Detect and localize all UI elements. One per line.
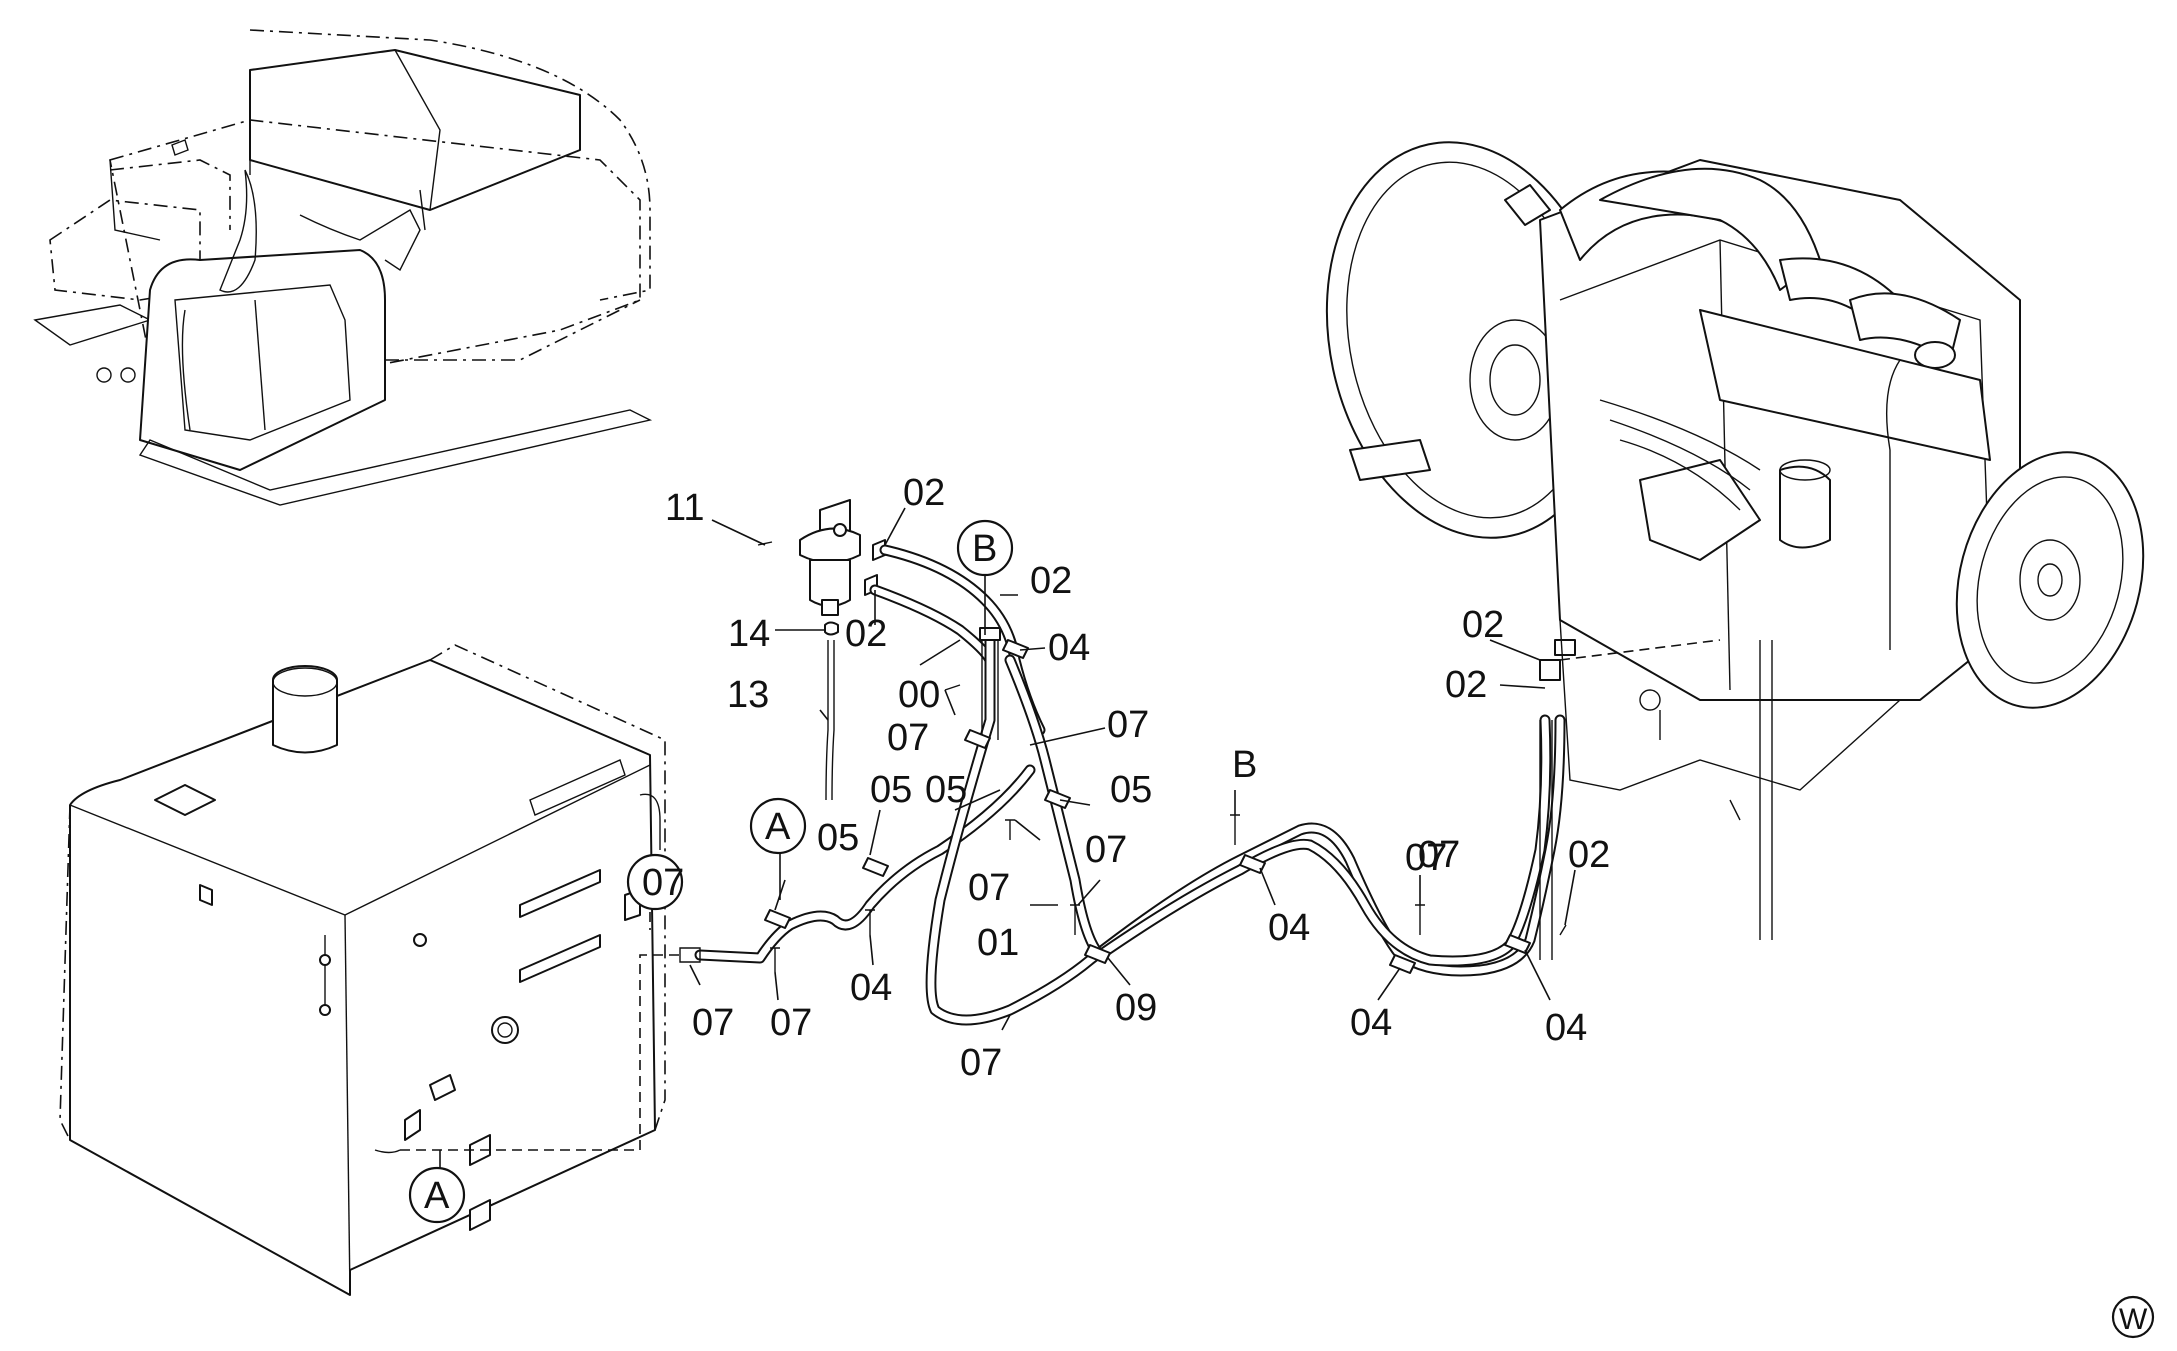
callout-07: 07: [968, 867, 1010, 909]
callout-05: 05: [925, 769, 967, 811]
callout-07: 07: [770, 1002, 812, 1044]
callout-05: 05: [870, 769, 912, 811]
ref-circle-b: [956, 519, 1014, 577]
callout-b: 07: [642, 862, 684, 904]
callout-04: 04: [1545, 1007, 1587, 1049]
callout-04: 04: [1268, 907, 1310, 949]
callout-07: 07: [1107, 704, 1149, 746]
view-marker-label: W: [2119, 1303, 2148, 1336]
engine-illustration: [1325, 141, 2145, 940]
callout-a: A: [765, 806, 791, 848]
fuel-filter-assembly: [799, 499, 886, 636]
callout-05: 05: [1110, 769, 1152, 811]
ref-circle-b: [626, 853, 684, 911]
callout-01: 01: [977, 922, 1019, 964]
callout-07: 07: [1418, 834, 1460, 876]
ref-circle-a: [408, 1166, 466, 1224]
callout-04: 09: [1115, 987, 1157, 1029]
callout-07: 07: [887, 717, 929, 759]
callout-b: B: [972, 528, 997, 570]
fuel-hoses: [679, 541, 1576, 1026]
callout-07: 02: [1568, 834, 1610, 876]
callout-02: 02: [1445, 664, 1487, 706]
fuel-tank-illustration: [59, 644, 666, 1296]
callout-02: 02: [845, 613, 887, 655]
leader-lines: [439, 507, 1576, 1170]
callout-04: 04: [1048, 627, 1090, 669]
callout-05: 05: [817, 817, 859, 859]
callout-04: 04: [1350, 1002, 1392, 1044]
callout-00: 00: [898, 674, 940, 716]
callout-07: 04: [850, 967, 892, 1009]
ref-circle-a: [749, 797, 807, 855]
callout-07: B: [1232, 744, 1257, 786]
callout-07: 07: [1405, 837, 1447, 879]
callout-14: 14: [728, 613, 770, 655]
callout-13: 13: [727, 674, 769, 716]
callout-02: 02: [903, 472, 945, 514]
callout-11: 11: [665, 487, 704, 529]
callout-02: 02: [1462, 604, 1504, 646]
callout-02: 02: [1030, 560, 1072, 602]
view-marker-w: [2111, 1295, 2155, 1339]
callout-07: 07: [1085, 829, 1127, 871]
callout-labels: 11 02 B 02 14 02 04 13 00 07 07 05 05 05…: [408, 472, 2155, 1339]
callout-09: 07: [960, 1042, 1002, 1084]
excavator-overview-illustration: [33, 29, 653, 506]
callout-a: A: [424, 1175, 450, 1217]
callout-02: 07: [692, 1002, 734, 1044]
